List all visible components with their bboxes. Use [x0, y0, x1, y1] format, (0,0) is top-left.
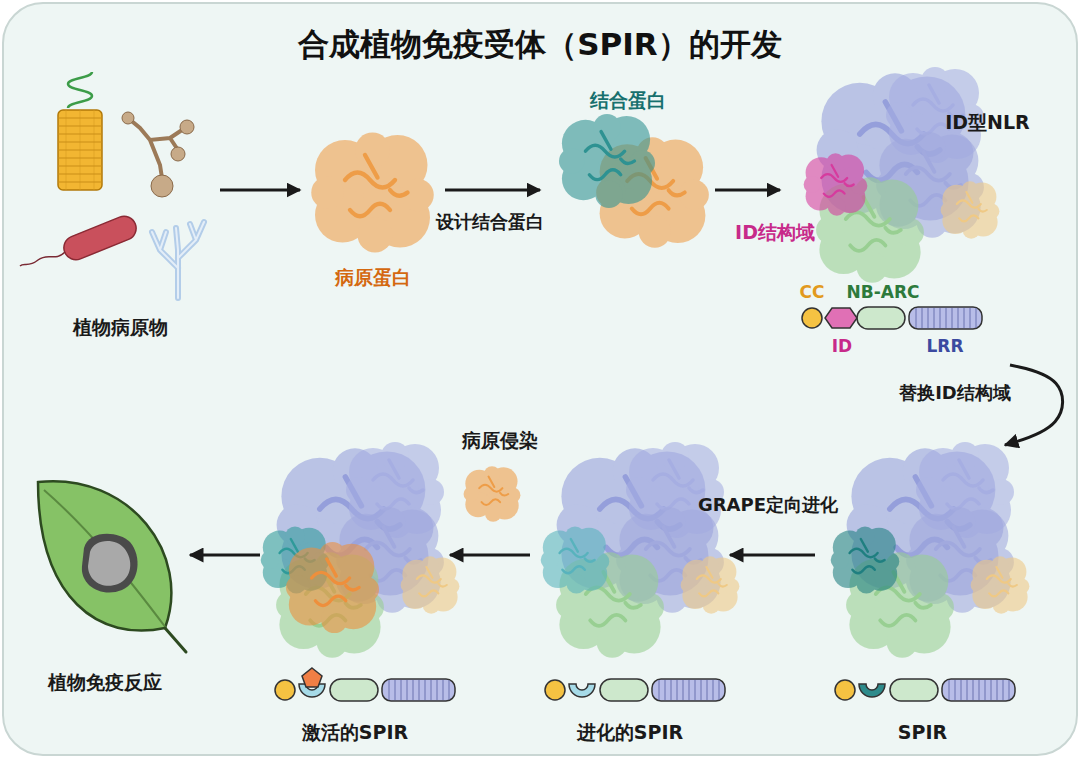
flow-arrow — [730, 554, 815, 557]
node-caption: 病原侵染 — [440, 428, 560, 452]
leaf-icon — [88, 541, 130, 586]
node-caption: 结合蛋白 — [540, 88, 715, 112]
spir-domain-bar — [835, 679, 1015, 701]
stage-node: 植物病原物 — [20, 80, 220, 345]
flow-arrow — [715, 189, 780, 192]
virus-icon — [58, 118, 102, 182]
binder-complex — [559, 114, 655, 208]
virus-icon — [58, 72, 102, 190]
stage-node: SPIR — [815, 445, 1030, 745]
spir-structure — [831, 526, 900, 593]
spir-domain-bar — [835, 679, 1015, 701]
activated-spir-structure — [261, 442, 460, 658]
stage-node: 病原蛋白 — [300, 115, 445, 295]
leaf-icon — [82, 534, 138, 593]
activated-spir-structure — [276, 442, 459, 658]
node-caption: 植物免疫反应 — [20, 670, 190, 694]
spir-structure — [831, 442, 1030, 658]
stage-node: 进化的SPIR — [530, 445, 730, 745]
domain-label: LRR — [895, 335, 995, 357]
arrow-label: GRAPE定向进化 — [658, 493, 878, 517]
oomycete-icon — [152, 222, 204, 298]
leaf-icon — [38, 481, 171, 630]
nlr-domain-bar — [825, 308, 857, 328]
spir-domain-bar — [859, 684, 885, 697]
arrow-label: 设计结合蛋白 — [380, 210, 600, 234]
nlr-domain-bar — [802, 307, 982, 329]
stage-node: 结合蛋白 — [540, 80, 715, 270]
diagram-title: 合成植物免疫受体（SPIR）的开发 — [0, 24, 1080, 64]
binder-complex — [559, 114, 709, 248]
fungus-icon — [122, 112, 134, 124]
fungus-icon — [122, 112, 194, 197]
node-caption: 病原蛋白 — [300, 265, 445, 289]
bacterium-icon — [20, 252, 65, 266]
stage-node: ID型NLRID结构域 — [780, 70, 1045, 365]
fungus-icon — [151, 175, 173, 197]
oomycete-icon — [152, 222, 204, 298]
invading-pathogen-protein — [464, 466, 521, 522]
activated-spir-domain-bar — [275, 668, 455, 701]
flow-arrow — [190, 554, 260, 557]
fungus-icon — [171, 147, 185, 161]
node-caption: 激活的SPIR — [260, 720, 450, 744]
evolved-spir-structure — [541, 526, 610, 593]
node-caption: 植物病原物 — [20, 315, 220, 339]
flow-arrow — [445, 189, 540, 192]
oomycete-icon — [152, 222, 204, 298]
panel-background — [3, 3, 1077, 755]
flow-arrow — [1005, 365, 1063, 445]
nlr-structure — [804, 153, 868, 215]
stage-node: 病原侵染 — [440, 420, 560, 530]
activated-spir-domain-bar — [275, 679, 455, 701]
flow-arrow — [220, 189, 300, 192]
node-caption: ID结构域 — [720, 220, 830, 244]
fungus-icon — [128, 118, 185, 178]
virus-icon — [58, 110, 102, 190]
bacterium-icon — [60, 213, 139, 264]
activated-spir-structure — [286, 542, 379, 633]
invading-pathogen-protein — [464, 466, 521, 522]
node-caption: SPIR — [815, 720, 1030, 744]
evolved-spir-structure — [541, 442, 740, 658]
leaf-icon — [165, 628, 186, 652]
domain-label: ID — [792, 335, 892, 357]
nlr-structure — [804, 67, 1000, 283]
bacterium-icon — [20, 213, 140, 266]
leaf-icon — [44, 490, 166, 628]
evolved-spir-domain-bar — [569, 684, 595, 697]
bacterium-icon — [60, 213, 139, 264]
pathogen-protein — [311, 133, 434, 253]
node-caption: ID型NLR — [930, 110, 1045, 134]
activated-spir-domain-bar — [302, 668, 322, 687]
evolved-spir-domain-bar — [545, 679, 725, 701]
nlr-domain-bar — [802, 307, 982, 329]
arrow-label: 替换ID结构域 — [845, 381, 1065, 405]
stage-node: 激活的SPIR — [260, 445, 450, 745]
domain-label: NB-ARC — [833, 281, 933, 303]
stage-node: 植物免疫反应 — [20, 465, 190, 700]
fungus-icon — [180, 120, 194, 134]
virus-icon — [68, 72, 92, 108]
node-caption: 进化的SPIR — [530, 720, 730, 744]
pathogen-protein — [311, 133, 434, 253]
evolved-spir-domain-bar — [545, 679, 725, 701]
flow-arrow — [450, 554, 530, 557]
leaf-icon — [38, 481, 186, 652]
